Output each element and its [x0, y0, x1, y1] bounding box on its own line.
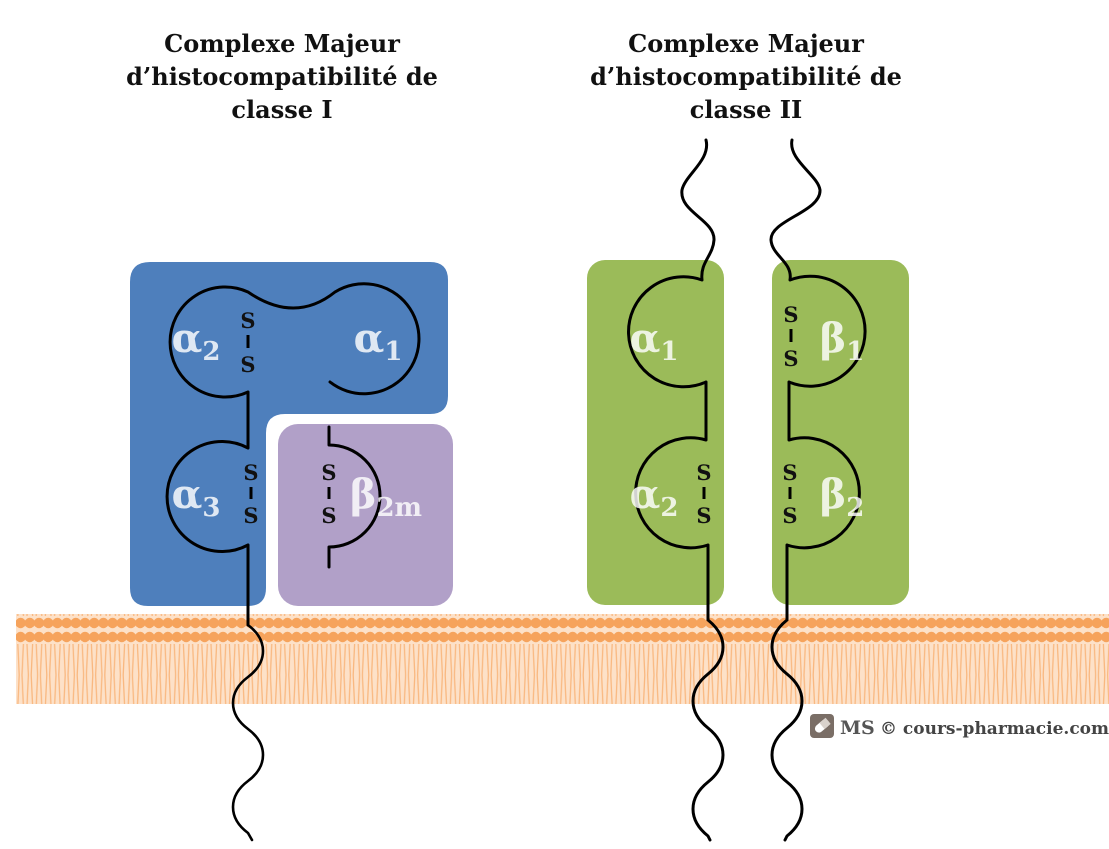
mhc1-heavy-chain-block: [130, 262, 448, 606]
mhc1-alpha3-disulfide-bond: S S: [243, 460, 258, 528]
title-class1: Complexe Majeur d’histocompatibilité de …: [126, 29, 438, 124]
mhc2-alpha2-disulfide-bond: S S: [696, 460, 711, 528]
label-mhc2-alpha1: α1: [630, 315, 679, 367]
title-class2-line1: Complexe Majeur: [628, 29, 864, 58]
mhc1-alpha2-disulfide-bond: S S: [240, 308, 255, 377]
sulfur-label: S: [243, 503, 258, 528]
mhc1-alpha-chain-line: [165, 282, 421, 627]
mhc2-alpha-chain-block: [587, 260, 724, 605]
label-mhc1-alpha1: α1: [354, 315, 403, 367]
sulfur-label: S: [321, 460, 336, 485]
label-mhc2-alpha2: α2: [630, 471, 679, 523]
label-mhc1-alpha3: α3: [172, 471, 221, 523]
credit-text: © cours-pharmacie.com: [880, 719, 1109, 739]
sulfur-label: S: [783, 302, 798, 327]
sulfur-label: S: [782, 460, 797, 485]
title-class1-line2: d’histocompatibilité de: [126, 62, 438, 91]
beta2m-disulfide-bond: S S: [321, 460, 336, 528]
pill-logo-icon: [810, 714, 834, 738]
mhc2-alpha-chain-line: [627, 138, 725, 842]
beta2m-block: [278, 424, 453, 606]
sulfur-label: S: [783, 346, 798, 371]
label-beta2m: β2m: [350, 471, 422, 523]
sulfur-label: S: [240, 352, 255, 377]
sulfur-label: S: [782, 503, 797, 528]
title-class2-line2: d’histocompatibilité de: [590, 62, 902, 91]
mhc2-beta1-disulfide-bond: S S: [783, 302, 798, 371]
title-class2: Complexe Majeur d’histocompatibilité de …: [590, 29, 902, 124]
sulfur-label: S: [696, 460, 711, 485]
label-mhc2-beta1: β1: [820, 315, 865, 367]
sulfur-label: S: [696, 503, 711, 528]
title-class1-line3: classe I: [231, 95, 332, 124]
title-class1-line1: Complexe Majeur: [164, 29, 400, 58]
cell-membrane: [16, 614, 1109, 704]
mhc2-beta-chain-block: [772, 260, 909, 605]
sulfur-label: S: [240, 308, 255, 333]
mhc1-transmembrane-tail: [231, 623, 265, 842]
mhc2-beta2-disulfide-bond: S S: [782, 460, 797, 528]
credit-logo-text: MS: [840, 717, 875, 739]
title-class2-line3: classe II: [690, 95, 802, 124]
mhc2-beta-chain-line: [769, 138, 867, 842]
label-mhc1-alpha2: α2: [172, 315, 221, 367]
label-mhc2-beta2: β2: [820, 471, 865, 523]
beta2m-chain-line: [327, 425, 382, 569]
credit: MS © cours-pharmacie.com: [810, 714, 1109, 739]
sulfur-label: S: [243, 460, 258, 485]
sulfur-label: S: [321, 503, 336, 528]
